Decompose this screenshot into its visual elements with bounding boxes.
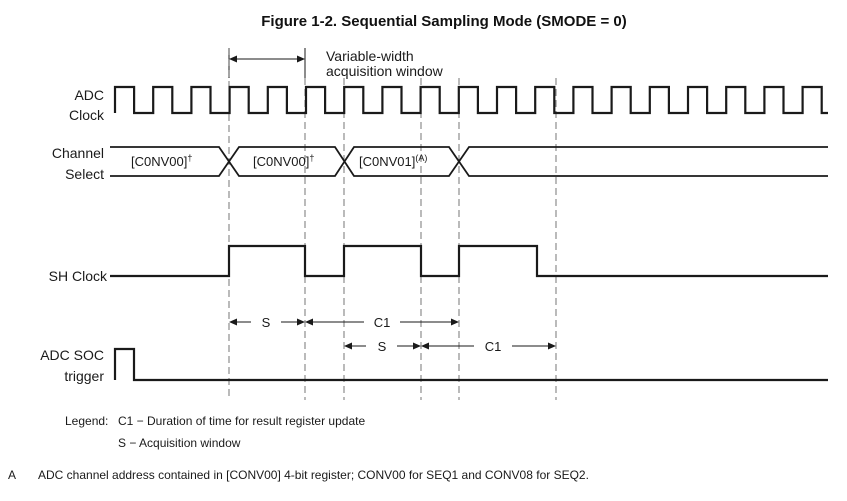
channel-select-label-line2: Select [65, 166, 104, 182]
adc-soc-trigger-waveform [113, 347, 828, 382]
legend-s: S − Acquisition window [118, 436, 241, 450]
adc-clock-waveform [113, 85, 828, 115]
footnote-marker: A [8, 468, 16, 482]
timing-label-s-1: S [262, 315, 271, 330]
timing-arrow-c1-1 [305, 318, 459, 326]
bus-value-2: [C0NV00]† [253, 153, 314, 169]
channel-select-bus [110, 146, 828, 177]
adc-soc-label-line1: ADC SOC [40, 347, 104, 363]
bus-value-1: [C0NV00]† [131, 153, 192, 169]
acquisition-window-arrow [228, 48, 306, 78]
figure-title: Figure 1-2. Sequential Sampling Mode (SM… [261, 13, 626, 30]
timing-arrow-c1-2 [421, 342, 556, 350]
sh-clock-label: SH Clock [49, 268, 108, 284]
adc-soc-label-line2: trigger [64, 368, 104, 384]
timing-arrow-s-1 [229, 318, 305, 326]
adc-clock-label-line2: Clock [69, 107, 105, 123]
timing-label-s-2: S [378, 339, 387, 354]
bus-value-3: [C0NV01](A) [359, 153, 427, 169]
guide-lines [228, 48, 557, 400]
timing-arrow-s-2 [344, 342, 421, 350]
sh-clock-waveform [110, 244, 828, 278]
channel-select-label-line1: Channel [52, 145, 104, 161]
timing-label-c1-1: C1 [374, 315, 391, 330]
acquisition-window-label-line1: Variable-width [326, 48, 414, 64]
timing-label-c1-2: C1 [485, 339, 502, 354]
footnote-text: ADC channel address contained in [CONV00… [38, 468, 589, 482]
legend-heading: Legend: [65, 414, 108, 428]
acquisition-window-label-line2: acquisition window [326, 63, 444, 79]
legend-c1: C1 − Duration of time for result registe… [118, 414, 365, 428]
adc-clock-label-line1: ADC [74, 87, 104, 103]
